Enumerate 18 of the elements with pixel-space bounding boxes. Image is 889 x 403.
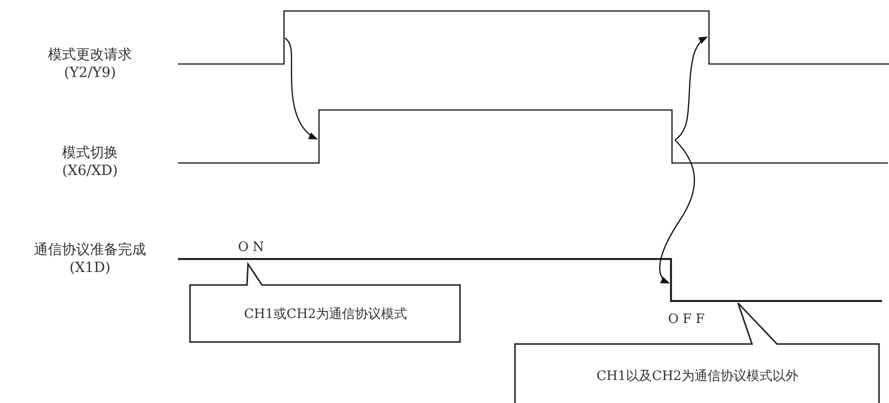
arrow [659, 140, 695, 284]
signal-name: 模式切换 [62, 144, 118, 162]
callout-box [189, 263, 462, 343]
callout-text: CH1或CH2为通信协议模式 [244, 306, 408, 323]
signal-address: (X6/XD) [62, 162, 118, 180]
callout-text: CH1以及CH2为通信协议模式以外 [596, 368, 799, 385]
state-label: ON [238, 240, 268, 255]
signal-address: (Y2/Y9) [64, 64, 116, 82]
callout-box [514, 302, 881, 403]
signal-name: 模式更改请求 [48, 46, 132, 64]
arrow [284, 38, 318, 140]
signal-waveform [178, 257, 882, 303]
signal-name: 通信协议准备完成 [34, 241, 146, 259]
signal-waveform [178, 9, 889, 67]
state-label: OFF [668, 312, 709, 327]
arrow [674, 36, 708, 140]
signal-address: (X1D) [69, 259, 111, 277]
signal-waveform [178, 108, 888, 165]
